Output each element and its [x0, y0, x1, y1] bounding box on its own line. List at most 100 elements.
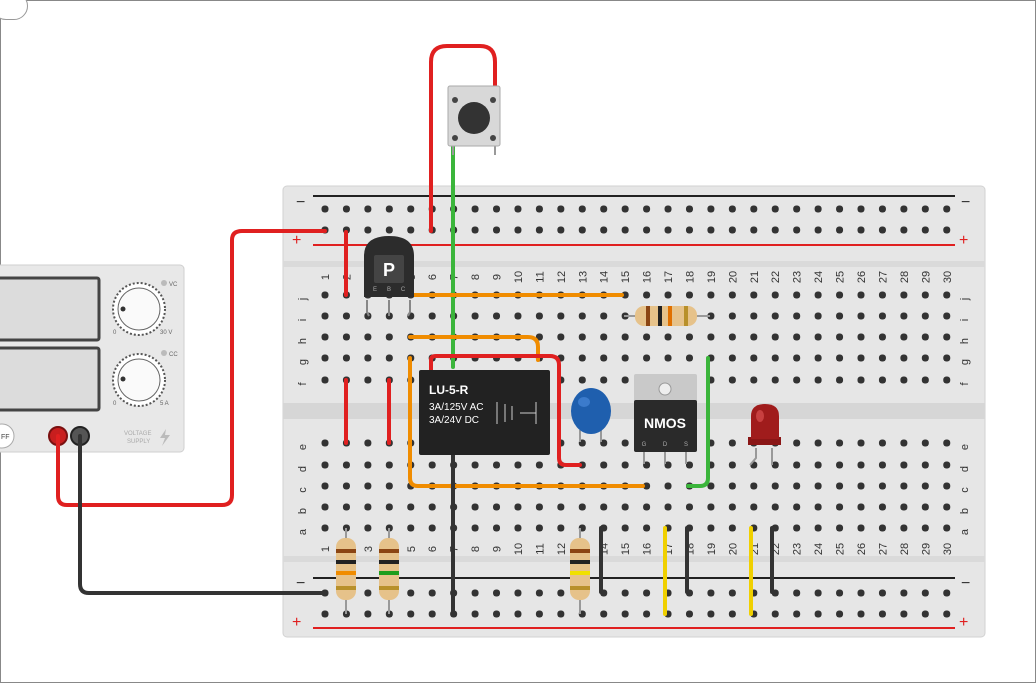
terminal-hole[interactable] [771, 333, 779, 341]
top-rail-plus-hole[interactable] [771, 226, 779, 234]
terminal-hole[interactable] [900, 524, 908, 532]
terminal-hole[interactable] [685, 291, 693, 299]
terminal-hole[interactable] [793, 354, 801, 362]
terminal-hole[interactable] [535, 503, 543, 511]
terminal-hole[interactable] [621, 333, 629, 341]
terminal-hole[interactable] [321, 376, 329, 384]
top-rail-minus-hole[interactable] [621, 205, 629, 213]
terminal-hole[interactable] [364, 376, 372, 384]
top-rail-minus-hole[interactable] [793, 205, 801, 213]
bottom-rail-plus-hole[interactable] [643, 610, 651, 618]
terminal-hole[interactable] [342, 354, 350, 362]
terminal-hole[interactable] [407, 503, 415, 511]
bottom-rail-minus-hole[interactable] [557, 589, 565, 597]
terminal-hole[interactable] [943, 482, 951, 490]
bottom-rail-plus-hole[interactable] [900, 610, 908, 618]
terminal-hole[interactable] [771, 312, 779, 320]
terminal-hole[interactable] [535, 461, 543, 469]
bottom-rail-plus-hole[interactable] [321, 610, 329, 618]
top-rail-minus-hole[interactable] [321, 205, 329, 213]
top-rail-minus-hole[interactable] [943, 205, 951, 213]
top-rail-plus-hole[interactable] [750, 226, 758, 234]
bottom-rail-plus-hole[interactable] [364, 610, 372, 618]
terminal-hole[interactable] [321, 461, 329, 469]
terminal-hole[interactable] [321, 439, 329, 447]
bottom-rail-minus-hole[interactable] [814, 589, 822, 597]
top-rail-minus-hole[interactable] [407, 205, 415, 213]
terminal-hole[interactable] [771, 461, 779, 469]
terminal-hole[interactable] [878, 461, 886, 469]
terminal-hole[interactable] [707, 524, 715, 532]
terminal-hole[interactable] [728, 439, 736, 447]
terminal-hole[interactable] [900, 482, 908, 490]
terminal-hole[interactable] [793, 312, 801, 320]
terminal-hole[interactable] [428, 461, 436, 469]
terminal-hole[interactable] [321, 482, 329, 490]
terminal-hole[interactable] [664, 503, 672, 511]
terminal-hole[interactable] [878, 354, 886, 362]
terminal-hole[interactable] [814, 333, 822, 341]
terminal-hole[interactable] [878, 333, 886, 341]
top-rail-minus-hole[interactable] [707, 205, 715, 213]
bottom-rail-plus-hole[interactable] [793, 610, 801, 618]
terminal-hole[interactable] [900, 376, 908, 384]
pushbutton[interactable] [447, 85, 501, 155]
terminal-hole[interactable] [321, 312, 329, 320]
top-rail-plus-hole[interactable] [385, 226, 393, 234]
terminal-hole[interactable] [685, 503, 693, 511]
terminal-hole[interactable] [385, 333, 393, 341]
bottom-rail-plus-hole[interactable] [428, 610, 436, 618]
terminal-hole[interactable] [857, 461, 865, 469]
terminal-hole[interactable] [836, 333, 844, 341]
terminal-hole[interactable] [364, 354, 372, 362]
top-rail-plus-hole[interactable] [685, 226, 693, 234]
top-rail-minus-hole[interactable] [664, 205, 672, 213]
terminal-hole[interactable] [535, 312, 543, 320]
terminal-hole[interactable] [364, 524, 372, 532]
terminal-hole[interactable] [364, 439, 372, 447]
terminal-hole[interactable] [643, 354, 651, 362]
top-rail-minus-hole[interactable] [836, 205, 844, 213]
terminal-hole[interactable] [814, 503, 822, 511]
terminal-hole[interactable] [921, 439, 929, 447]
relay[interactable]: LU-5-R 3A/125V AC 3A/24V DC [419, 370, 550, 455]
button-cap[interactable] [458, 102, 490, 134]
terminal-hole[interactable] [943, 461, 951, 469]
bottom-rail-minus-hole[interactable] [621, 589, 629, 597]
terminal-hole[interactable] [643, 524, 651, 532]
terminal-hole[interactable] [750, 503, 758, 511]
bottom-rail-minus-hole[interactable] [535, 589, 543, 597]
terminal-hole[interactable] [471, 461, 479, 469]
terminal-hole[interactable] [514, 312, 522, 320]
terminal-hole[interactable] [321, 354, 329, 362]
terminal-hole[interactable] [471, 312, 479, 320]
terminal-hole[interactable] [878, 439, 886, 447]
terminal-hole[interactable] [750, 291, 758, 299]
terminal-hole[interactable] [793, 461, 801, 469]
terminal-hole[interactable] [900, 461, 908, 469]
terminal-hole[interactable] [428, 312, 436, 320]
terminal-hole[interactable] [771, 503, 779, 511]
terminal-hole[interactable] [578, 333, 586, 341]
terminal-hole[interactable] [493, 312, 501, 320]
terminal-hole[interactable] [857, 524, 865, 532]
terminal-hole[interactable] [600, 503, 608, 511]
terminal-hole[interactable] [793, 291, 801, 299]
top-rail-minus-hole[interactable] [578, 205, 586, 213]
terminal-hole[interactable] [342, 503, 350, 511]
bottom-rail-plus-hole[interactable] [836, 610, 844, 618]
terminal-hole[interactable] [664, 482, 672, 490]
top-rail-plus-hole[interactable] [943, 226, 951, 234]
terminal-hole[interactable] [793, 524, 801, 532]
terminal-hole[interactable] [857, 333, 865, 341]
terminal-hole[interactable] [578, 503, 586, 511]
top-rail-minus-hole[interactable] [471, 205, 479, 213]
top-rail-minus-hole[interactable] [878, 205, 886, 213]
top-rail-minus-hole[interactable] [557, 205, 565, 213]
terminal-hole[interactable] [921, 312, 929, 320]
bottom-rail-minus-hole[interactable] [643, 589, 651, 597]
terminal-hole[interactable] [621, 503, 629, 511]
terminal-hole[interactable] [793, 503, 801, 511]
terminal-hole[interactable] [900, 312, 908, 320]
